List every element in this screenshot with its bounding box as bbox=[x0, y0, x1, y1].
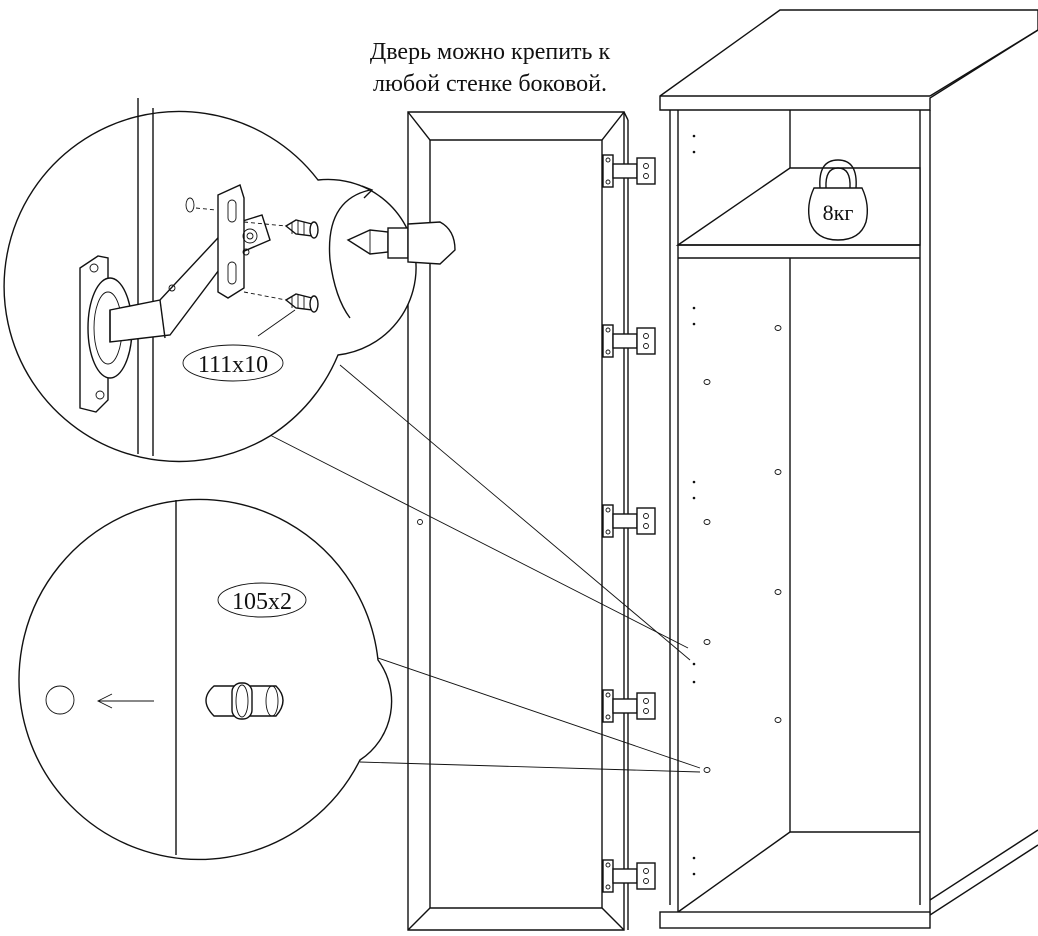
hinge-detail-callout: 111x10 bbox=[3, 98, 456, 463]
hinge-icon bbox=[602, 504, 656, 538]
cabinet-plinth bbox=[659, 911, 931, 929]
door-mounting-caption: Дверь можно крепить к любой стенке боков… bbox=[369, 39, 611, 97]
dowel-detail-callout: 105x2 bbox=[18, 498, 393, 861]
door-panel bbox=[407, 111, 629, 931]
hinge-icon bbox=[602, 324, 656, 358]
screw-size-label: 111x10 bbox=[198, 352, 268, 378]
screw-icon bbox=[243, 291, 319, 313]
hinge-icon bbox=[602, 859, 656, 893]
dowel-icon bbox=[205, 682, 284, 720]
hinge-icon bbox=[602, 154, 656, 188]
kettlebell-icon: 8кг bbox=[807, 159, 869, 241]
leader-lines bbox=[269, 364, 701, 773]
hinge-icon bbox=[79, 184, 271, 413]
screwdriver-icon bbox=[346, 221, 456, 265]
screw-icon bbox=[243, 219, 319, 239]
hinge-icon bbox=[602, 689, 656, 723]
weight-label: 8кг bbox=[823, 200, 854, 225]
insert-arrow-icon bbox=[96, 693, 154, 709]
dowel-size-label: 105x2 bbox=[232, 589, 292, 615]
door-hinges bbox=[602, 154, 656, 893]
rotation-arrow-icon bbox=[328, 189, 371, 319]
cabinet-shelf bbox=[675, 167, 921, 246]
wardrobe-cabinet bbox=[659, 9, 1038, 929]
cabinet-top-panel bbox=[659, 9, 1038, 111]
